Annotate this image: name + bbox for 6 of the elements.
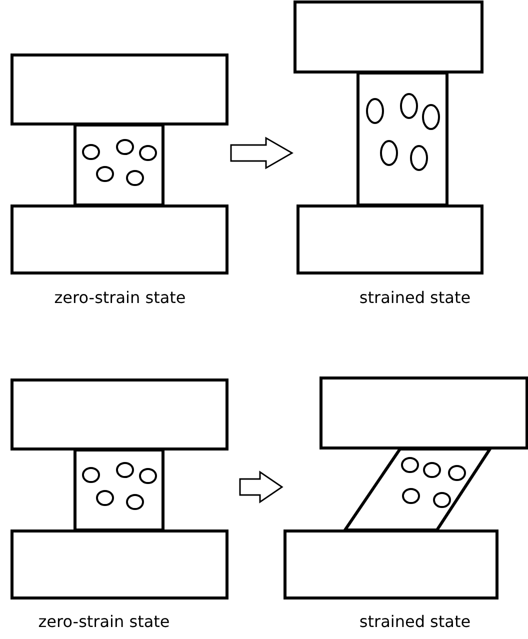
arrow: [230, 136, 294, 170]
node-label: zero-strain state: [38, 612, 170, 632]
node-label: zero-strain state: [54, 288, 186, 308]
arrow: [239, 470, 284, 504]
node-label: strained state: [359, 612, 471, 632]
node-label: strained state: [359, 288, 471, 308]
